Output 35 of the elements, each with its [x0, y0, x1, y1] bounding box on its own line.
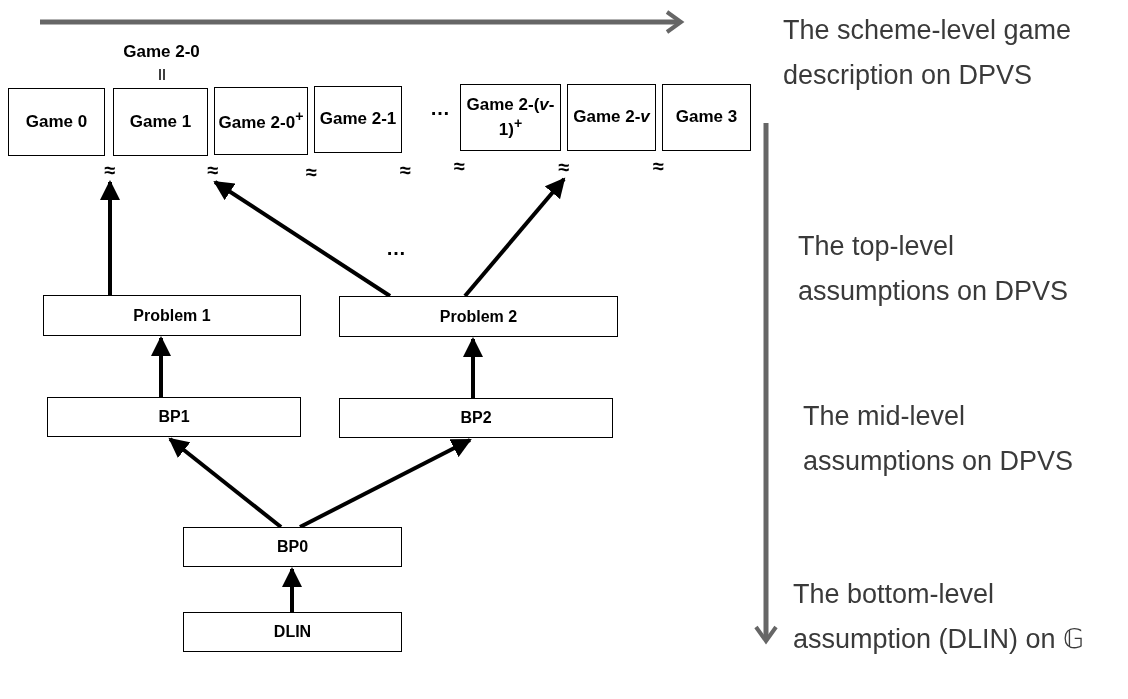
game-box: Game 3 [662, 84, 751, 151]
arrow [151, 336, 171, 397]
process-box: BP0 [183, 527, 402, 567]
process-box: DLIN [183, 612, 402, 652]
arrow [168, 437, 283, 529]
game-box: Game 1 [113, 88, 208, 156]
arrow [100, 180, 120, 295]
game-box: Game 2-0$^{+}$ [214, 87, 308, 155]
ellipsis: … [430, 98, 450, 118]
game-box: Game 2-1 [314, 86, 402, 153]
level-description: The top-level assumptions on DPVS [798, 230, 1070, 308]
process-box: BP1 [47, 397, 301, 437]
level-description: The bottom-level assumption (DLIN) on 𝔾 [793, 578, 1086, 656]
arrow [463, 337, 483, 398]
ellipsis: … [386, 238, 406, 258]
process-box: Problem 2 [339, 296, 618, 337]
arrow [282, 567, 302, 612]
level-description: The mid-level assumptions on DPVS [803, 400, 1075, 478]
approx-symbol: ≈ [454, 156, 465, 176]
arrow [213, 180, 392, 298]
approx-symbol: ≈ [554, 157, 574, 177]
arrow [463, 177, 566, 298]
level-description: The scheme-level game description on DPVS [783, 14, 1073, 92]
game-label: Game 2-0 [123, 42, 200, 62]
approx-symbol: ≈ [653, 156, 664, 176]
approx-symbol: ≈ [100, 160, 120, 180]
arrow [299, 438, 472, 529]
game-box: Game 2-(v-1)$^{+}$ [460, 84, 561, 151]
approx-symbol: ≈ [400, 160, 411, 180]
process-box: Problem 1 [43, 295, 301, 336]
approx-symbol: ≈ [203, 160, 223, 180]
game-box: Game 2-v [567, 84, 656, 151]
game-box: Game 0 [8, 88, 105, 156]
process-box: BP2 [339, 398, 613, 438]
approx-symbol: ≈ [306, 162, 317, 182]
